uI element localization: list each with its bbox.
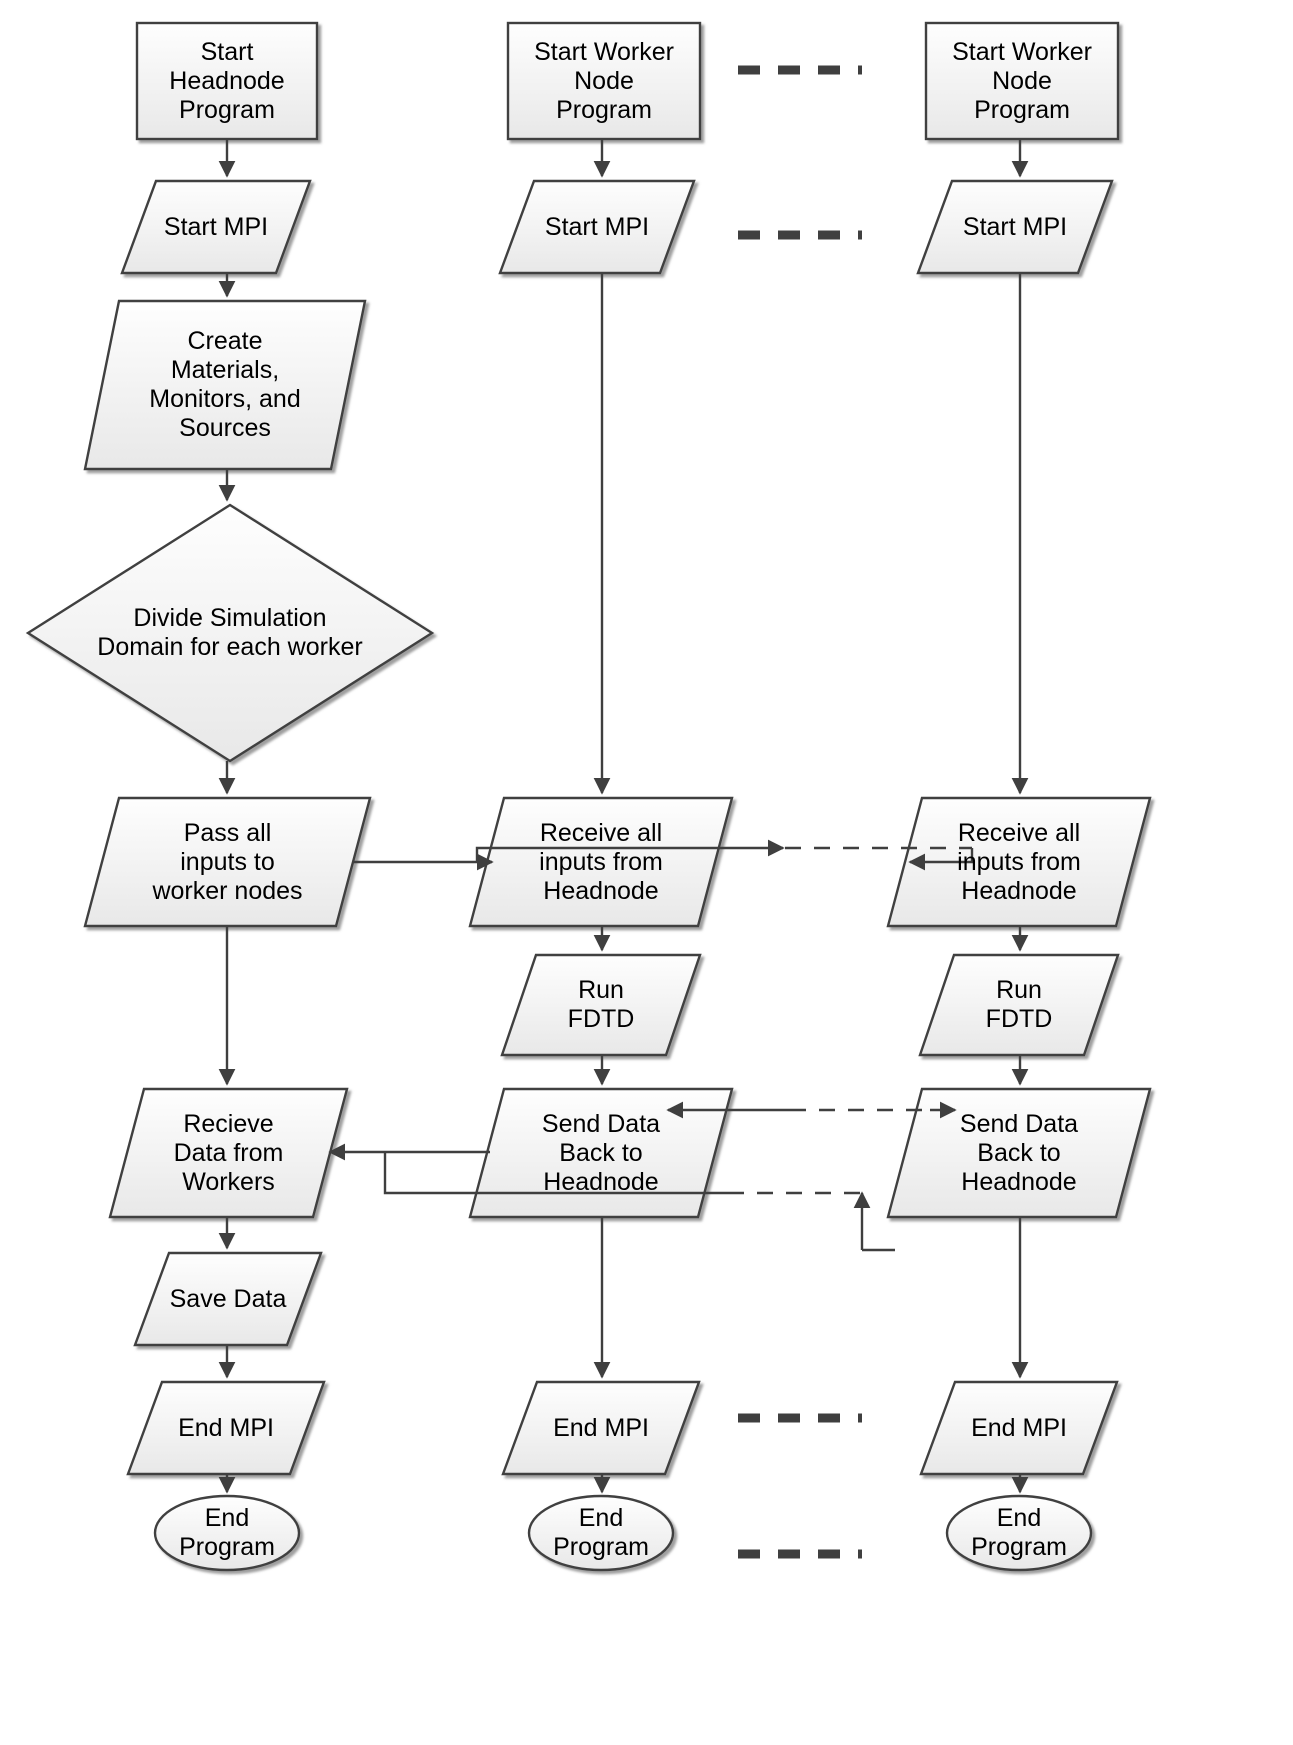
node-label-wn-mpi: Start MPI: [962, 212, 1068, 241]
node-wn-send[interactable]: [886, 1087, 1152, 1219]
node-wn-fdtd[interactable]: [918, 953, 1120, 1057]
node-label-hn-receive: Recieve Data from Workers: [173, 1109, 284, 1196]
node-hn-mpi[interactable]: [120, 179, 312, 275]
node-label-hn-create: Create Materials, Monitors, and Sources: [149, 327, 301, 442]
node-hn-pass[interactable]: [83, 796, 372, 928]
node-label-wn-start: Start Worker Node Program: [952, 37, 1092, 124]
node-hn-create[interactable]: [83, 299, 367, 471]
node-label-wn-recv: Receive all inputs from Headnode: [957, 818, 1081, 905]
node-w1-mpi[interactable]: [498, 179, 696, 275]
node-w1-recv[interactable]: [468, 796, 734, 928]
node-wn-recv[interactable]: [886, 796, 1152, 928]
node-label-wn-endmpi: End MPI: [971, 1413, 1067, 1442]
node-label-hn-mpi: Start MPI: [163, 212, 269, 241]
node-hn-receive[interactable]: [108, 1087, 349, 1219]
edge-bus-to-workerN-receive: [908, 848, 974, 871]
node-wn-endprog[interactable]: [945, 1494, 1093, 1572]
node-hn-endmpi[interactable]: [126, 1380, 326, 1476]
node-w1-endmpi[interactable]: [501, 1380, 701, 1476]
node-wn-mpi[interactable]: [916, 179, 1114, 275]
node-label-wn-send: Send Data Back to Headnode: [959, 1109, 1079, 1196]
node-w1-start[interactable]: [506, 21, 702, 141]
node-label-w1-send: Send Data Back to Headnode: [541, 1109, 661, 1196]
node-label-w1-start: Start Worker Node Program: [534, 37, 674, 124]
node-label-hn-endmpi: End MPI: [178, 1413, 274, 1442]
node-hn-start[interactable]: [135, 21, 319, 141]
node-label-hn-endprog: End Program: [179, 1504, 275, 1561]
node-label-w1-endmpi: End MPI: [553, 1413, 649, 1442]
edge-worker1-return-riser: [383, 1152, 728, 1195]
connector-layer: [218, 65, 1029, 1559]
node-label-hn-start: Start Headnode Program: [169, 37, 285, 124]
node-hn-divide[interactable]: [25, 503, 435, 763]
node-hn-endprog[interactable]: [153, 1494, 301, 1572]
node-hn-save[interactable]: [133, 1251, 323, 1347]
node-label-wn-endprog: End Program: [971, 1504, 1067, 1561]
node-label-wn-fdtd: Run FDTD: [985, 976, 1053, 1033]
shape-layer: [25, 21, 1152, 1572]
node-label-w1-endprog: End Program: [553, 1504, 649, 1561]
node-label-hn-save: Save Data: [169, 1284, 287, 1313]
node-label-w1-mpi: Start MPI: [544, 212, 650, 241]
node-w1-fdtd[interactable]: [500, 953, 702, 1057]
node-wn-start[interactable]: [924, 21, 1120, 141]
edge-pass-riser-to-bus: [475, 839, 785, 862]
node-label-hn-pass: Pass all inputs to worker nodes: [152, 818, 303, 905]
node-wn-endmpi[interactable]: [919, 1380, 1119, 1476]
node-label-w1-fdtd: Run FDTD: [567, 976, 635, 1033]
node-w1-endprog[interactable]: [527, 1494, 675, 1572]
node-w1-send[interactable]: [468, 1087, 734, 1219]
node-label-w1-recv: Receive all inputs from Headnode: [539, 818, 663, 905]
node-label-hn-divide: Divide Simulation Domain for each worker: [97, 604, 363, 661]
